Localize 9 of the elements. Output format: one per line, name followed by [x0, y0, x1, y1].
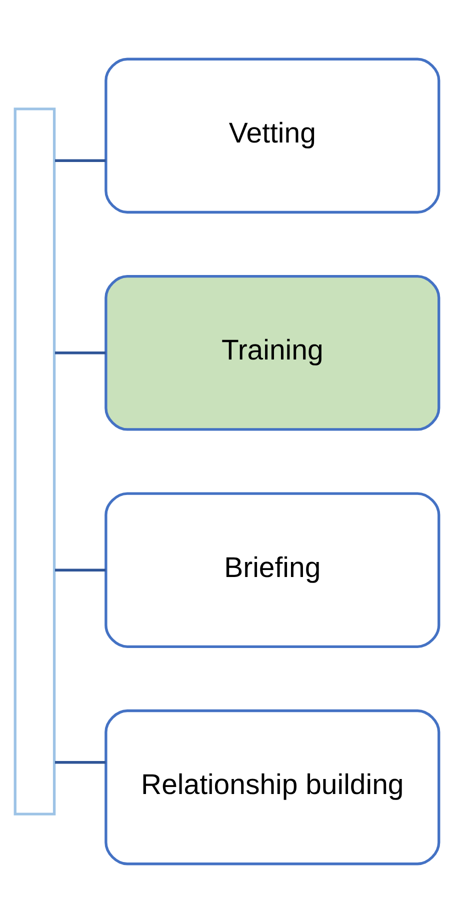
connector [54, 568, 106, 571]
node-box: Vetting [104, 57, 440, 214]
connector [54, 158, 106, 162]
node-box: Relationship building [104, 708, 440, 865]
node-box: Training [104, 274, 440, 430]
node-box [14, 107, 56, 815]
node-box: Briefing [104, 492, 440, 648]
connector [54, 351, 106, 354]
connector [54, 760, 106, 764]
